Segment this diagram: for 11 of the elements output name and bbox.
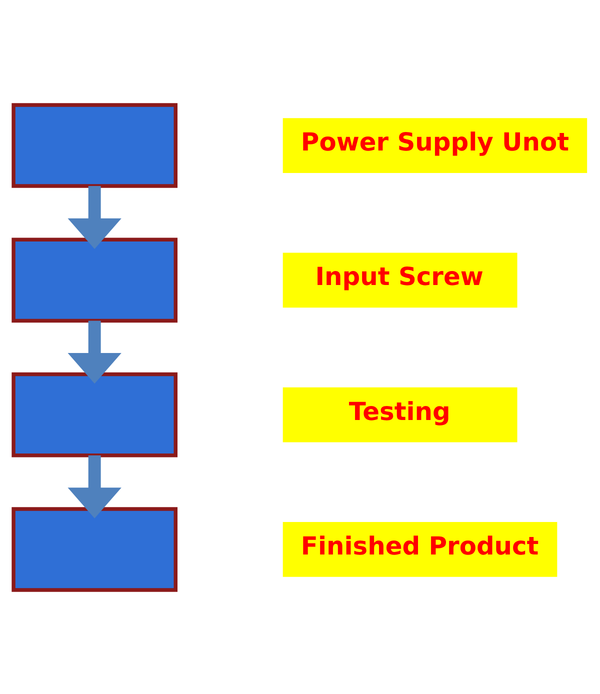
node-box: Testing [282, 386, 518, 442]
node-box [12, 102, 178, 188]
arrow [68, 186, 122, 249]
node-box [12, 372, 178, 457]
arrow [68, 320, 122, 384]
arrow [68, 454, 122, 518]
node-box: Finished Product [282, 522, 558, 576]
node-box: Power Supply Unot [282, 118, 588, 172]
node-box: Input Screw [282, 252, 518, 308]
node-box [12, 506, 178, 592]
node-box [12, 237, 178, 322]
